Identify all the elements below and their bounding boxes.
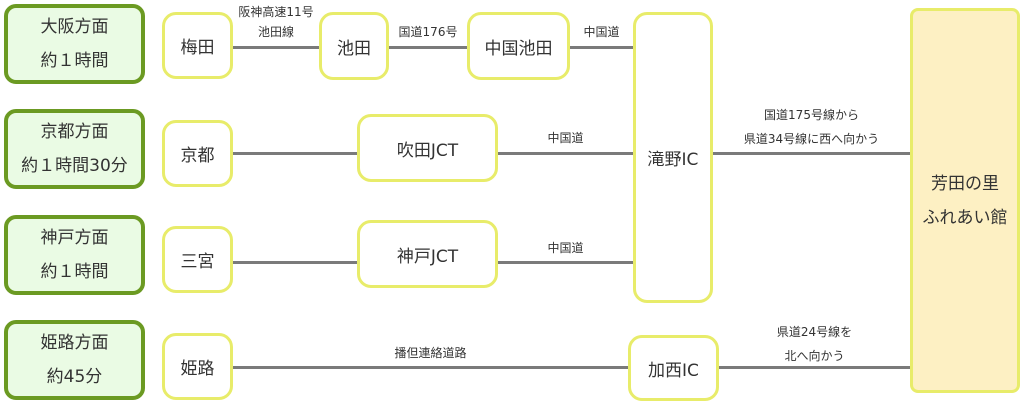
origin-himeji: 姫路方面約45分 bbox=[4, 320, 145, 400]
station-ikeda: 池田 bbox=[319, 12, 389, 80]
origin-time: 約１時間 bbox=[40, 262, 109, 282]
route-line bbox=[232, 261, 358, 264]
route-label-line: 阪神高速11号 bbox=[238, 5, 314, 19]
origin-kyoto: 京都方面約１時間30分 bbox=[4, 109, 145, 189]
station-himeji: 姫路 bbox=[162, 333, 233, 400]
destination-name-1: 芳田の里 bbox=[931, 173, 999, 194]
station-sannomiya: 三宮 bbox=[162, 226, 233, 293]
route-label-line: 北へ向かう bbox=[784, 349, 845, 363]
route-label-banshin: 播但連絡道路 bbox=[394, 346, 467, 360]
route-line bbox=[497, 152, 634, 155]
route-label-line: 県道34号線に西へ向かう bbox=[743, 132, 880, 146]
station-chugoku-ikeda: 中国池田 bbox=[467, 12, 570, 80]
route-line bbox=[388, 46, 468, 49]
origin-name: 大阪方面 bbox=[40, 17, 109, 37]
junction-kobe: 神戸JCT bbox=[357, 220, 498, 288]
route-line bbox=[232, 46, 320, 49]
destination-name-2: ふれあい館 bbox=[922, 207, 1008, 228]
route-label-r176: 国道176号 bbox=[398, 25, 458, 39]
route-label-line: 池田線 bbox=[257, 25, 294, 39]
route-line bbox=[497, 261, 634, 264]
origin-name: 神戸方面 bbox=[40, 228, 109, 248]
destination-yoshida-no-sato: 芳田の里ふれあい館 bbox=[910, 8, 1020, 393]
junction-suita: 吹田JCT bbox=[357, 114, 498, 182]
route-label-line: 国道175号線から bbox=[764, 108, 859, 122]
origin-time: 約１時間30分 bbox=[21, 156, 128, 176]
route-label-chugoku: 中国道 bbox=[547, 131, 584, 145]
route-label-line: 県道24号線を bbox=[776, 325, 853, 339]
route-line bbox=[232, 152, 358, 155]
route-line bbox=[569, 46, 634, 49]
station-kyoto: 京都 bbox=[162, 120, 233, 187]
interchange-takino: 滝野IC bbox=[633, 12, 713, 303]
route-label-hanshin: 阪神高速11号池田線 bbox=[232, 2, 320, 42]
interchange-kasai: 加西IC bbox=[628, 335, 719, 401]
origin-time: 約１時間 bbox=[40, 51, 109, 71]
origin-name: 姫路方面 bbox=[40, 333, 109, 353]
route-label-takino: 国道175号線から県道34号線に西へ向かう bbox=[712, 103, 911, 151]
route-line bbox=[712, 152, 911, 155]
route-label-chugoku: 中国道 bbox=[583, 25, 620, 39]
origin-time: 約45分 bbox=[46, 367, 103, 387]
origin-osaka: 大阪方面約１時間 bbox=[4, 4, 145, 84]
route-line bbox=[718, 366, 911, 369]
route-line bbox=[232, 366, 629, 369]
route-label-kasai: 県道24号線を北へ向かう bbox=[718, 320, 911, 368]
origin-name: 京都方面 bbox=[40, 122, 109, 142]
station-umeda: 梅田 bbox=[162, 12, 233, 79]
route-label-chugoku: 中国道 bbox=[547, 241, 584, 255]
origin-kobe: 神戸方面約１時間 bbox=[4, 215, 145, 295]
